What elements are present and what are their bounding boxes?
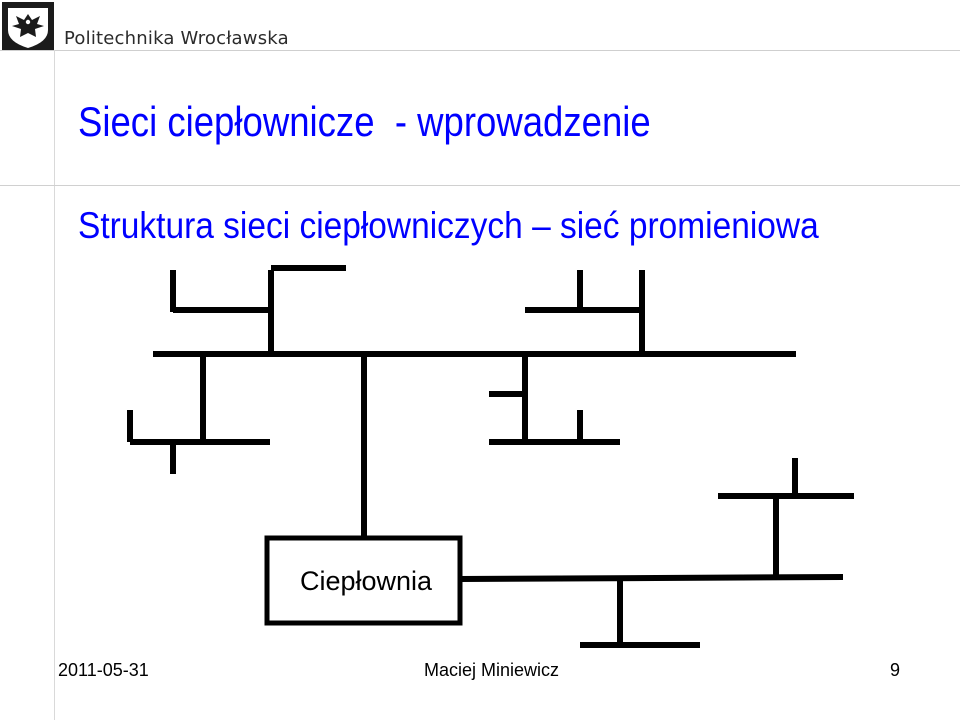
side-divider (54, 50, 55, 720)
footer-date: 2011-05-31 (58, 660, 149, 680)
page-number: 9 (890, 660, 901, 680)
heating-plant-box (264, 535, 463, 626)
secondary-line (459, 574, 844, 582)
title-divider (0, 185, 960, 186)
heating-plant-label: Ciepłownia (300, 566, 433, 596)
header-divider (0, 50, 960, 51)
slide-subtitle: Struktura sieci ciepłowniczych – sieć pr… (78, 205, 819, 246)
footer-author: Maciej Miniewicz (424, 660, 560, 680)
institution-name: Politechnika Wrocławska (64, 28, 289, 49)
eagle-crest-icon (2, 2, 54, 50)
slide-title: Sieci ciepłownicze - wprowadzenie (78, 98, 651, 145)
